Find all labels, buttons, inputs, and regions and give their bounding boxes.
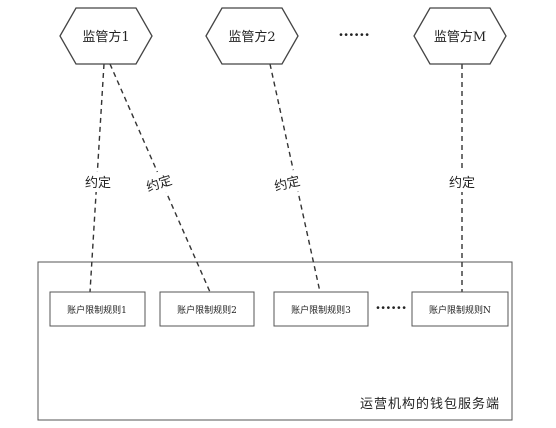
rule-box-2: 账户限制规则2 — [159, 291, 255, 327]
rule-box-3: 账户限制规则3 — [273, 291, 369, 327]
rule-box-frame — [49, 291, 146, 327]
rule-box-1: 账户限制规则1 — [49, 291, 146, 327]
rule-box-n: 账户限制规则N — [411, 291, 509, 327]
link-labels: 约定 约定 约定 约定 — [82, 167, 478, 199]
link-label-3: 约定 — [273, 174, 302, 195]
hexagon-shape — [413, 7, 507, 65]
rule-box-frame — [273, 291, 369, 327]
regulator-node-2: 监管方2 — [205, 7, 299, 65]
regulator-node-m: 监管方M — [413, 7, 507, 65]
rule-label-2: 账户限制规则2 — [177, 304, 237, 316]
regulator-label-1: 监管方1 — [82, 29, 129, 45]
rule-label-3: 账户限制规则3 — [291, 304, 351, 316]
link-line-1 — [89, 63, 105, 293]
rule-box-frame — [411, 291, 509, 327]
regulator-label-2: 监管方2 — [228, 29, 275, 45]
wallet-service-label: 运营机构的钱包服务端 — [360, 396, 500, 412]
regulator-ellipsis: ······ — [338, 26, 369, 44]
rule-box-frame — [159, 291, 255, 327]
regulator-label-m: 监管方M — [434, 29, 486, 45]
link-label-4: 约定 — [449, 176, 475, 191]
hexagon-shape — [205, 7, 299, 65]
link-label-1: 约定 — [85, 176, 111, 191]
hexagon-shape — [59, 7, 153, 65]
link-line-3 — [269, 63, 321, 293]
link-lines — [89, 63, 463, 293]
rule-ellipsis: ······ — [375, 299, 406, 317]
rule-label-n: 账户限制规则N — [429, 304, 491, 316]
rule-label-1: 账户限制规则1 — [67, 304, 127, 316]
link-line-2 — [109, 63, 211, 293]
wallet-service-container — [37, 261, 513, 421]
regulator-node-1: 监管方1 — [59, 7, 153, 65]
